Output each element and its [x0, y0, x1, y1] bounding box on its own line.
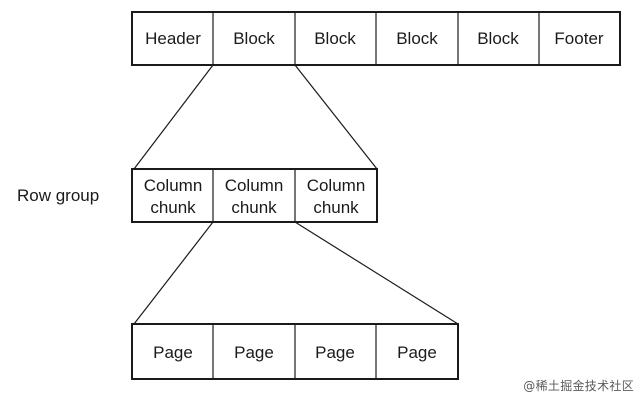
column-chunk-cell-line2: chunk — [150, 198, 196, 217]
file-header-cell: Header — [145, 29, 201, 48]
row-group: Column chunk Column chunk Column chunk — [131, 168, 378, 223]
file-block-cell: Block — [477, 29, 519, 48]
column-chunk-cell-line2: chunk — [313, 198, 359, 217]
file-block-cell: Block — [233, 29, 275, 48]
connector-left-block-to-rowgroup — [133, 64, 214, 170]
file-block-cell: Block — [396, 29, 438, 48]
row-group-frame — [131, 168, 378, 223]
column-chunk-cell-line1: Column — [307, 176, 366, 195]
watermark: @稀土掘金技术社区 — [523, 379, 634, 393]
file-block-cell: Block — [314, 29, 356, 48]
column-chunk-cell-line1: Column — [144, 176, 203, 195]
connector-right-block-to-rowgroup — [294, 64, 378, 170]
pages-row: Page Page Page Page — [131, 323, 459, 380]
page-cell: Page — [153, 343, 193, 362]
column-chunk-cell-line2: chunk — [231, 198, 277, 217]
file-footer-cell: Footer — [554, 29, 603, 48]
file-row: Header Block Block Block Block Footer — [131, 11, 621, 66]
column-chunk-cell-line1: Column — [225, 176, 284, 195]
page-cell: Page — [397, 343, 437, 362]
page-cell: Page — [315, 343, 355, 362]
connector-right-chunk-to-pages — [294, 221, 459, 325]
connector-left-chunk-to-pages — [133, 221, 214, 325]
page-cell: Page — [234, 343, 274, 362]
row-group-label: Row group — [17, 186, 99, 205]
